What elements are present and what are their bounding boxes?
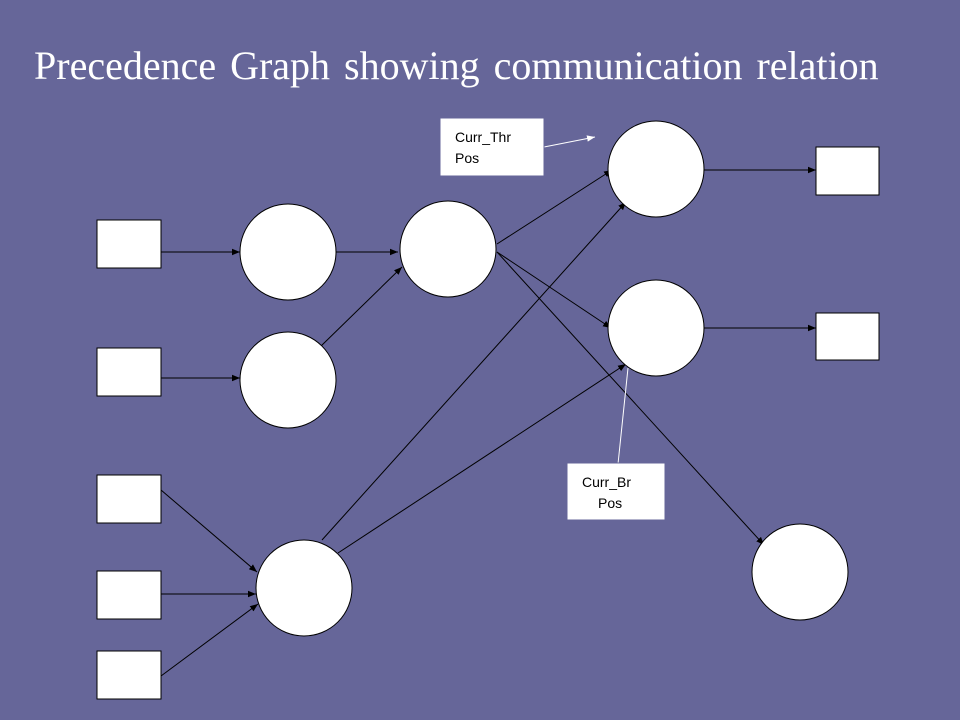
edge-input3-to-task-d xyxy=(160,489,258,573)
callout-curr-br-pos: Curr_Br Pos xyxy=(566,367,666,521)
edge-input5-to-task-d xyxy=(160,603,259,677)
task-node xyxy=(239,331,337,429)
edge-task-c-to-task-g xyxy=(496,251,765,546)
edge-task-c-to-task-e xyxy=(496,169,613,245)
input-node xyxy=(96,219,162,269)
output-node xyxy=(815,146,880,196)
input-node xyxy=(96,650,162,700)
output-nodes xyxy=(815,146,880,361)
task-node xyxy=(399,200,497,298)
input-node xyxy=(96,474,162,524)
slide-title: Precedence Graph showing communication r… xyxy=(34,43,879,88)
edges xyxy=(160,166,816,677)
task-node xyxy=(607,279,705,377)
task-node xyxy=(751,523,849,621)
callout-text-line1: Curr_Br xyxy=(582,474,631,490)
edge-task-d-to-task-f xyxy=(337,363,627,554)
task-node xyxy=(255,539,353,637)
edge-task-d-to-task-e xyxy=(321,201,627,541)
task-node xyxy=(239,203,337,301)
callout-pointer xyxy=(543,135,596,148)
callout-box xyxy=(566,462,666,521)
callout-box xyxy=(439,117,545,177)
input-nodes xyxy=(96,219,162,700)
edge-task-c-to-task-f xyxy=(496,251,612,329)
callout-pointer xyxy=(617,367,629,465)
task-nodes xyxy=(239,120,849,637)
callout-text-line2: Pos xyxy=(598,495,622,511)
callout-text-line1: Curr_Thr xyxy=(455,129,511,145)
edge-task-b-to-task-c xyxy=(319,266,403,348)
callout-curr-thr-pos: Curr_Thr Pos xyxy=(439,117,596,177)
input-node xyxy=(96,347,162,397)
output-node xyxy=(815,312,880,361)
callout-text-line2: Pos xyxy=(455,150,479,166)
task-node xyxy=(607,120,705,218)
input-node xyxy=(96,570,162,620)
